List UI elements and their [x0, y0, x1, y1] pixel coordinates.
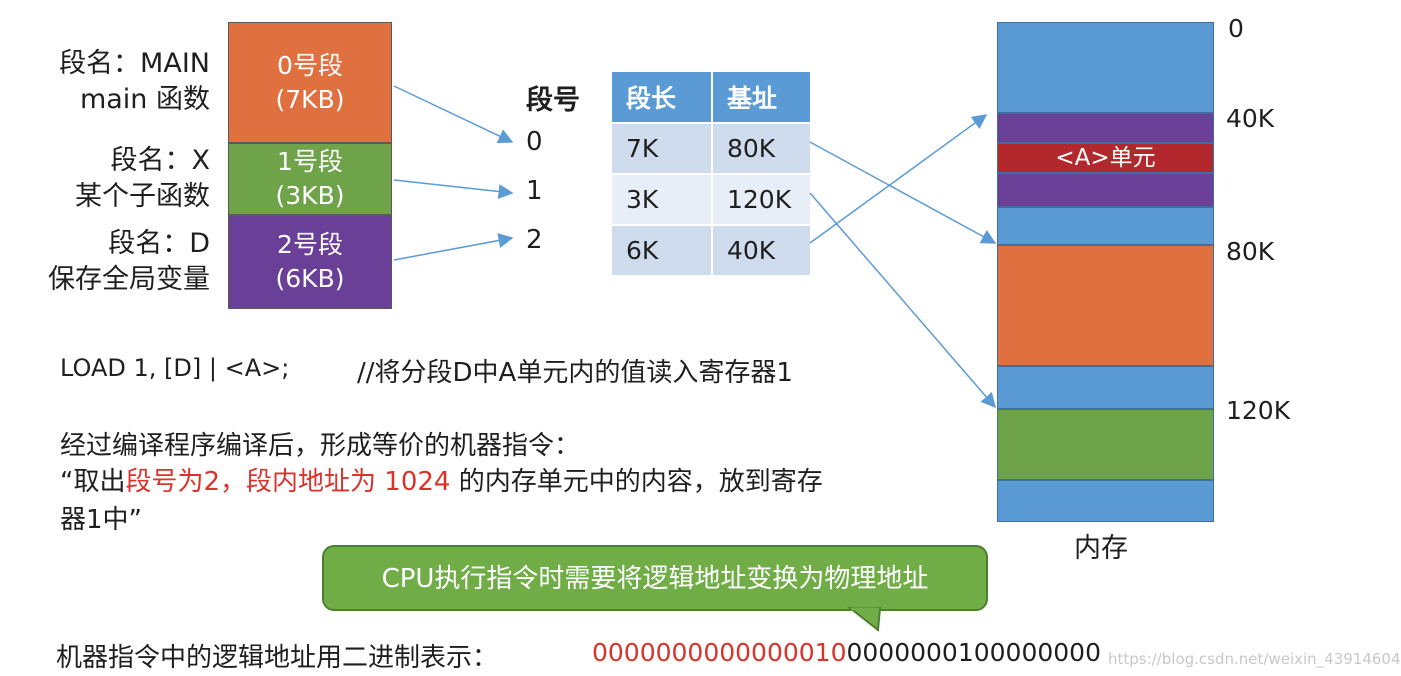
explain-line2-prefix: “取出 — [60, 467, 126, 497]
segment-2-desc: 保存全局变量 — [48, 264, 210, 295]
segment-1-block: 1号段 (3KB) — [228, 143, 392, 215]
table-cell: 40K — [711, 224, 812, 277]
segment-2-size: (6KB) — [275, 264, 345, 293]
instruction-comment: //将分段D中A单元内的值读入寄存器1 — [357, 358, 793, 388]
explain-line2-highlight: 段号为2，段内地址为 1024 — [125, 467, 451, 497]
segnum-0: 0 — [526, 127, 543, 157]
memory-caption: 内存 — [1074, 533, 1128, 564]
memory-segD-top — [997, 113, 1214, 143]
segment-2-title: 2号段 — [277, 230, 343, 259]
segment-1-size: (3KB) — [275, 181, 345, 210]
memory-free-1 — [997, 207, 1214, 245]
arrow-row0-to-80k — [809, 141, 997, 244]
watermark: https://blog.csdn.net/weixin_43914604 — [1108, 650, 1401, 668]
memory-free-3 — [997, 480, 1214, 522]
callout-bubble: CPU执行指令时需要将逻辑地址变换为物理地址 — [322, 545, 988, 611]
segment-0-label: 段名：MAIN main 函数 — [20, 46, 210, 118]
segment-2-label: 段名：D 保存全局变量 — [8, 226, 210, 298]
segment-2-block: 2号段 (6KB) — [228, 215, 392, 309]
arrow-seg1-to-num1 — [393, 179, 514, 199]
table-cell: 80K — [711, 122, 812, 175]
table-cell: 3K — [610, 173, 713, 226]
segment-1-label: 段名：X 某个子函数 — [20, 143, 210, 215]
segnum-1: 1 — [526, 176, 543, 206]
binary-segment-bits: 0000000000000010 — [592, 638, 847, 667]
explain-line2-suffix: 的内存单元中的内容，放到寄存 — [450, 467, 823, 497]
binary-offset-bits: 0000000100000000 — [846, 638, 1102, 667]
table-row: 6K 40K — [610, 224, 812, 277]
memory-segX — [997, 409, 1214, 480]
segment-0-title: 0号段 — [277, 50, 343, 80]
segment-1-desc: 某个子函数 — [75, 181, 210, 212]
memory-free-2 — [997, 366, 1214, 409]
segnum-2: 2 — [526, 225, 543, 255]
table-cell: 120K — [711, 173, 812, 226]
explain-line3: 器1中” — [60, 505, 143, 535]
table-cell: 6K — [610, 224, 713, 277]
table-row: 7K 80K — [610, 122, 812, 175]
memory-segMAIN — [997, 245, 1214, 366]
arrow-row1-to-120k — [809, 192, 996, 409]
segment-1-title: 1号段 — [277, 147, 343, 176]
segment-1-name: 段名：X — [110, 145, 211, 176]
arrow-seg0-to-num0 — [393, 85, 514, 143]
segment-0-block: 0号段 (7KB) — [228, 22, 392, 143]
table-header-length: 段长 — [610, 70, 713, 124]
table-header-base: 基址 — [711, 70, 812, 124]
memory-free-0 — [997, 22, 1214, 113]
explain-line2: “取出段号为2，段内地址为 1024 的内存单元中的内容，放到寄存 — [60, 461, 823, 498]
segment-0-desc: main 函数 — [79, 84, 210, 115]
explain-line1: 经过编译程序编译后，形成等价的机器指令： — [60, 431, 581, 461]
memory-address-40k: 40K — [1226, 104, 1275, 133]
memory-unit-A: <A>单元 — [997, 143, 1214, 173]
memory-address-120k: 120K — [1226, 396, 1291, 425]
memory-address-0: 0 — [1228, 14, 1244, 43]
table-row: 3K 120K — [610, 173, 812, 226]
segment-2-name: 段名：D — [108, 228, 210, 259]
segment-0-name: 段名：MAIN — [59, 48, 210, 79]
memory-segD-bottom — [997, 173, 1214, 207]
binary-value: 00000000000000100000000100000000 — [592, 638, 1101, 667]
instruction-code: LOAD 1, [D] | <A>; — [60, 354, 290, 382]
callout-tail — [847, 607, 882, 632]
arrow-row2-to-40k — [809, 114, 988, 244]
segment-0-size: (7KB) — [275, 84, 345, 114]
segment-table: 段长 基址 7K 80K 3K 120K 6K 40K — [610, 70, 812, 277]
arrow-seg2-to-num2 — [393, 233, 514, 261]
table-cell: 7K — [610, 122, 713, 175]
binary-label: 机器指令中的逻辑地址用二进制表示： — [56, 643, 499, 673]
memory-address-80k: 80K — [1226, 237, 1275, 266]
segnum-header: 段号 — [526, 85, 580, 116]
